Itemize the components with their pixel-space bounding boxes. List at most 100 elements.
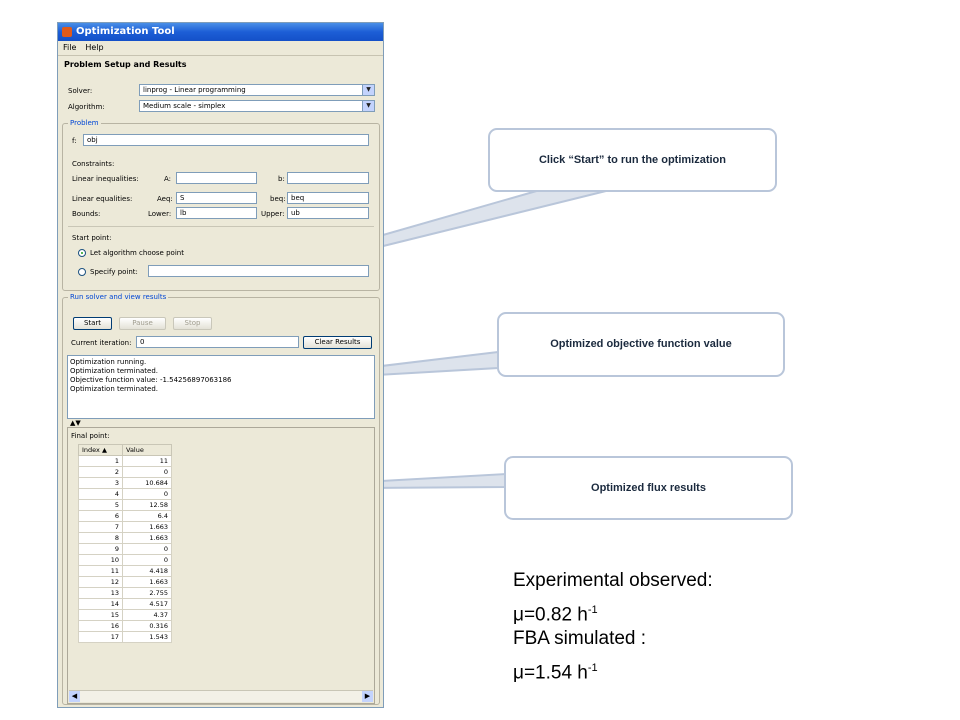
menu-help[interactable]: Help [85, 43, 104, 52]
clear-results-button[interactable]: Clear Results [303, 336, 372, 349]
solver-label: Solver: [68, 87, 93, 95]
beq-label: beq: [270, 195, 286, 203]
index-cell: 8 [78, 532, 123, 544]
scroll-right-icon[interactable]: ▶ [362, 691, 373, 702]
matlab-logo-icon [62, 27, 72, 37]
start-point-label: Start point: [72, 234, 112, 242]
linear-inequalities-label: Linear inequalities: [72, 175, 139, 183]
value-cell: 1.663 [122, 576, 172, 588]
value-cell: 2.755 [122, 587, 172, 599]
index-cell: 9 [78, 543, 123, 555]
upper-input[interactable]: ub [287, 207, 369, 219]
aeq-label: Aeq: [157, 195, 173, 203]
value-cell: 1.663 [122, 532, 172, 544]
b-label: b: [278, 175, 285, 183]
index-cell: 3 [78, 477, 123, 489]
chevron-down-icon: ▼ [362, 101, 374, 111]
horizontal-scrollbar[interactable]: ◀ ▶ [69, 690, 373, 702]
radio-choose-point[interactable] [78, 249, 86, 257]
linear-equalities-label: Linear equalities: [72, 195, 133, 203]
a-input[interactable] [176, 172, 257, 184]
value-cell: 1.663 [122, 521, 172, 533]
run-group: Run solver and view results [62, 293, 380, 705]
value-cell: 0 [122, 466, 172, 478]
scroll-left-icon[interactable]: ◀ [69, 691, 80, 702]
experimental-mu-exponent: -1 [587, 604, 598, 616]
a-label: A: [164, 175, 172, 183]
splitter-arrows-icon[interactable]: ▲▼ [70, 419, 81, 427]
chevron-down-icon: ▼ [362, 85, 374, 95]
beq-input[interactable]: beq [287, 192, 369, 204]
upper-label: Upper: [261, 210, 285, 218]
fba-label: FBA simulated : [513, 628, 647, 649]
value-cell: 4.37 [122, 609, 172, 621]
f-input[interactable]: obj [83, 134, 369, 146]
value-cell: 6.4 [122, 510, 172, 522]
aeq-input[interactable]: S [176, 192, 257, 204]
flux-callout: Optimized flux results [504, 456, 793, 520]
window-titlebar: Optimization Tool [58, 23, 383, 41]
log-line: Optimization terminated. [70, 385, 159, 393]
iteration-field: 0 [136, 336, 299, 348]
divider [68, 226, 374, 227]
problem-group-title: Problem [68, 119, 101, 127]
final-point-label: Final point: [71, 432, 110, 440]
value-cell: 11 [122, 455, 172, 467]
menu-file[interactable]: File [63, 43, 77, 52]
radio-specify-point[interactable] [78, 268, 86, 276]
index-cell: 12 [78, 576, 123, 588]
algorithm-value: Medium scale - simplex [143, 102, 226, 110]
value-cell: 4.418 [122, 565, 172, 577]
b-input[interactable] [287, 172, 369, 184]
pause-button[interactable]: Pause [119, 317, 166, 330]
experimental-label: Experimental observed: [513, 570, 713, 591]
index-cell: 15 [78, 609, 123, 621]
index-cell: 5 [78, 499, 123, 511]
value-cell: 0.316 [122, 620, 172, 632]
value-cell: 12.58 [122, 499, 172, 511]
log-line: Optimization terminated. [70, 367, 159, 375]
value-column-header[interactable]: Value [122, 444, 172, 456]
run-group-title: Run solver and view results [68, 293, 169, 301]
stop-button[interactable]: Stop [173, 317, 212, 330]
index-cell: 1 [78, 455, 123, 467]
index-cell: 17 [78, 631, 123, 643]
log-line: Optimization running. [70, 358, 147, 366]
section-heading: Problem Setup and Results [64, 60, 187, 69]
value-cell: 0 [122, 488, 172, 500]
algorithm-select[interactable]: Medium scale - simplex ▼ [139, 100, 375, 112]
index-column-header[interactable]: Index ▲ [78, 444, 123, 456]
problem-group: Problem [62, 119, 380, 291]
bounds-label: Bounds: [72, 210, 101, 218]
radio-specify-label: Specify point: [90, 268, 138, 276]
objective-callout: Optimized objective function value [497, 312, 785, 377]
solver-select[interactable]: linprog - Linear programming ▼ [139, 84, 375, 96]
start-button[interactable]: Start [73, 317, 112, 330]
specify-point-input[interactable] [148, 265, 369, 277]
constraints-label: Constraints: [72, 160, 115, 168]
lower-input[interactable]: lb [176, 207, 257, 219]
index-cell: 7 [78, 521, 123, 533]
index-cell: 16 [78, 620, 123, 632]
value-cell: 0 [122, 543, 172, 555]
value-cell: 10.684 [122, 477, 172, 489]
